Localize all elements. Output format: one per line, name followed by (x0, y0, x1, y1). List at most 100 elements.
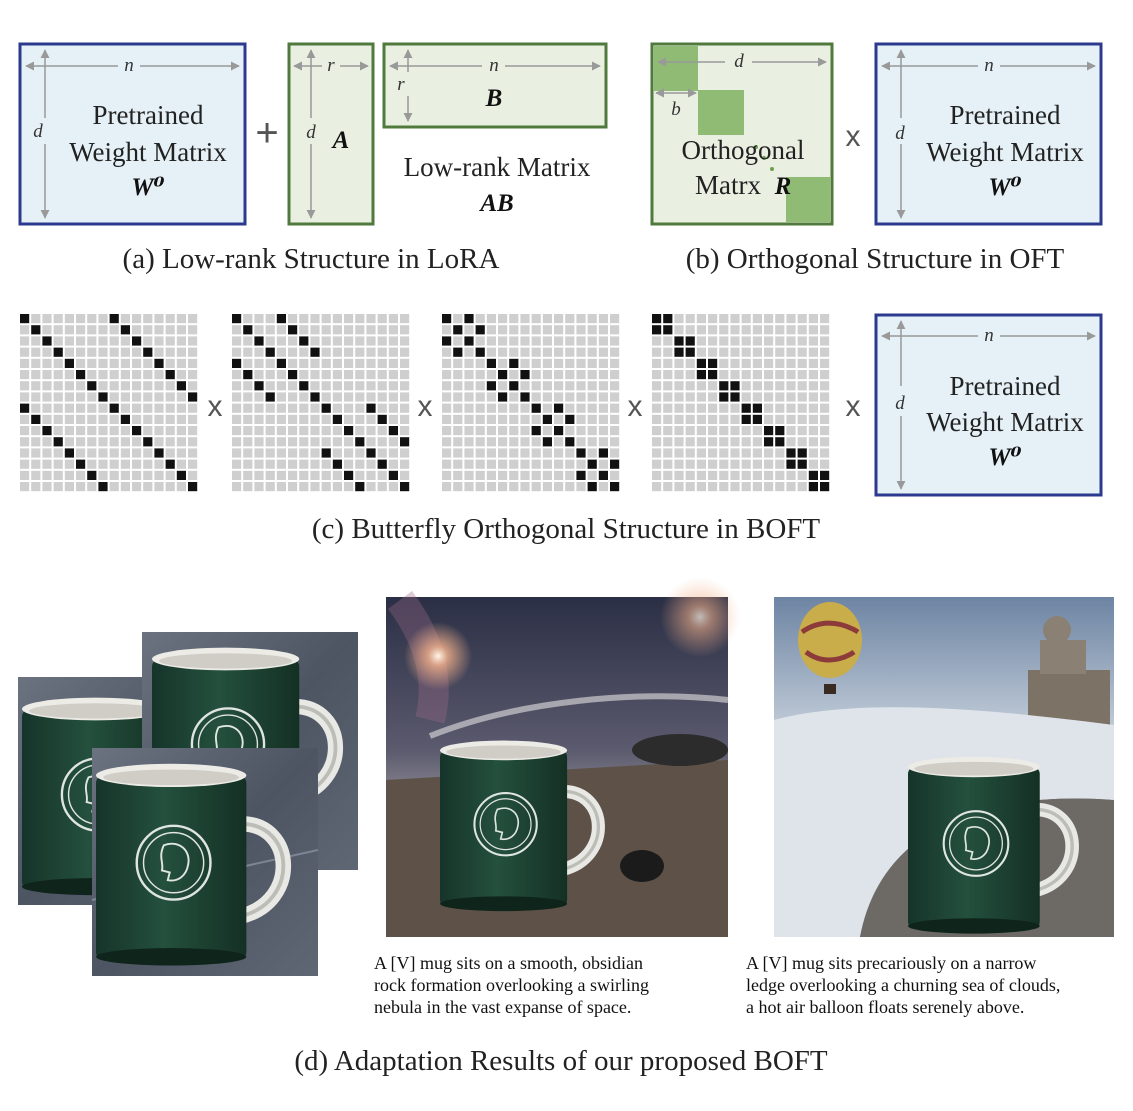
matrix-title-line2: Weight Matrix (926, 407, 1084, 437)
zero-cell (652, 414, 662, 424)
zero-cell (453, 459, 463, 469)
zero-cell (453, 426, 463, 436)
zero-cell (53, 459, 63, 469)
zero-cell (554, 381, 564, 391)
zero-cell (554, 414, 564, 424)
zero-cell (154, 370, 164, 380)
zero-cell (598, 381, 608, 391)
zero-cell (400, 426, 410, 436)
zero-cell (254, 459, 264, 469)
zero-cell (366, 414, 376, 424)
nonzero-cell (486, 358, 496, 368)
panel-a: n d Pretrained Weight Matrix W⁰ + r d A … (18, 42, 608, 275)
zero-cell (696, 347, 706, 357)
zero-cell (775, 370, 785, 380)
zero-cell (254, 403, 264, 413)
zero-cell (453, 470, 463, 480)
zero-cell (475, 437, 485, 447)
nonzero-cell (797, 448, 807, 458)
zero-cell (685, 414, 695, 424)
zero-cell (64, 370, 74, 380)
zero-cell (475, 392, 485, 402)
dim-d-label: d (895, 393, 905, 414)
result2-caption-line: ledge overlooking a churning sea of clou… (746, 975, 1061, 995)
zero-cell (53, 448, 63, 458)
zero-cell (775, 392, 785, 402)
zero-cell (143, 482, 153, 492)
zero-cell (764, 392, 774, 402)
zero-cell (120, 314, 130, 324)
zero-cell (775, 482, 785, 492)
nonzero-cell (554, 426, 564, 436)
zero-cell (498, 314, 508, 324)
zero-cell (165, 437, 175, 447)
zero-cell (764, 414, 774, 424)
zero-cell (377, 314, 387, 324)
zero-cell (232, 482, 242, 492)
zero-cell (542, 347, 552, 357)
zero-cell (808, 459, 818, 469)
nonzero-cell (232, 358, 242, 368)
zero-cell (98, 314, 108, 324)
zero-cell (132, 459, 142, 469)
zero-cell (486, 482, 496, 492)
zero-cell (344, 347, 354, 357)
zero-cell (554, 347, 564, 357)
zero-cell (188, 414, 198, 424)
zero-cell (20, 459, 30, 469)
zero-cell (299, 314, 309, 324)
zero-cell (377, 482, 387, 492)
zero-cell (486, 370, 496, 380)
zero-cell (498, 414, 508, 424)
zero-cell (154, 437, 164, 447)
zero-cell (388, 358, 398, 368)
zero-cell (276, 437, 286, 447)
zero-cell (332, 470, 342, 480)
zero-cell (797, 414, 807, 424)
zero-cell (388, 403, 398, 413)
zero-cell (520, 448, 530, 458)
zero-cell (288, 470, 298, 480)
zero-cell (719, 370, 729, 380)
zero-cell (663, 482, 673, 492)
zero-cell (685, 470, 695, 480)
zero-cell (366, 470, 376, 480)
zero-cell (775, 314, 785, 324)
times-operator: x (418, 390, 433, 423)
zero-cell (42, 370, 52, 380)
zero-cell (276, 381, 286, 391)
zero-cell (132, 347, 142, 357)
zero-cell (764, 347, 774, 357)
zero-cell (685, 392, 695, 402)
zero-cell (42, 437, 52, 447)
zero-cell (696, 336, 706, 346)
zero-cell (719, 470, 729, 480)
zero-cell (587, 314, 597, 324)
zero-cell (355, 314, 365, 324)
zero-cell (64, 459, 74, 469)
nonzero-cell (143, 347, 153, 357)
zero-cell (531, 459, 541, 469)
nonzero-cell (143, 437, 153, 447)
zero-cell (332, 403, 342, 413)
nonzero-cell (464, 336, 474, 346)
zero-cell (685, 370, 695, 380)
zero-cell (708, 392, 718, 402)
zero-cell (663, 403, 673, 413)
nonzero-cell (400, 437, 410, 447)
zero-cell (741, 482, 751, 492)
nonzero-cell (542, 414, 552, 424)
nonzero-cell (332, 459, 342, 469)
zero-cell (31, 448, 41, 458)
dim-b-label: b (671, 99, 681, 120)
dim-r-label: r (327, 55, 335, 76)
nonzero-cell (674, 347, 684, 357)
nonzero-cell (355, 437, 365, 447)
zero-cell (786, 414, 796, 424)
zero-cell (276, 470, 286, 480)
zero-cell (87, 426, 97, 436)
zero-cell (20, 448, 30, 458)
zero-cell (730, 470, 740, 480)
zero-cell (542, 426, 552, 436)
zero-cell (232, 336, 242, 346)
